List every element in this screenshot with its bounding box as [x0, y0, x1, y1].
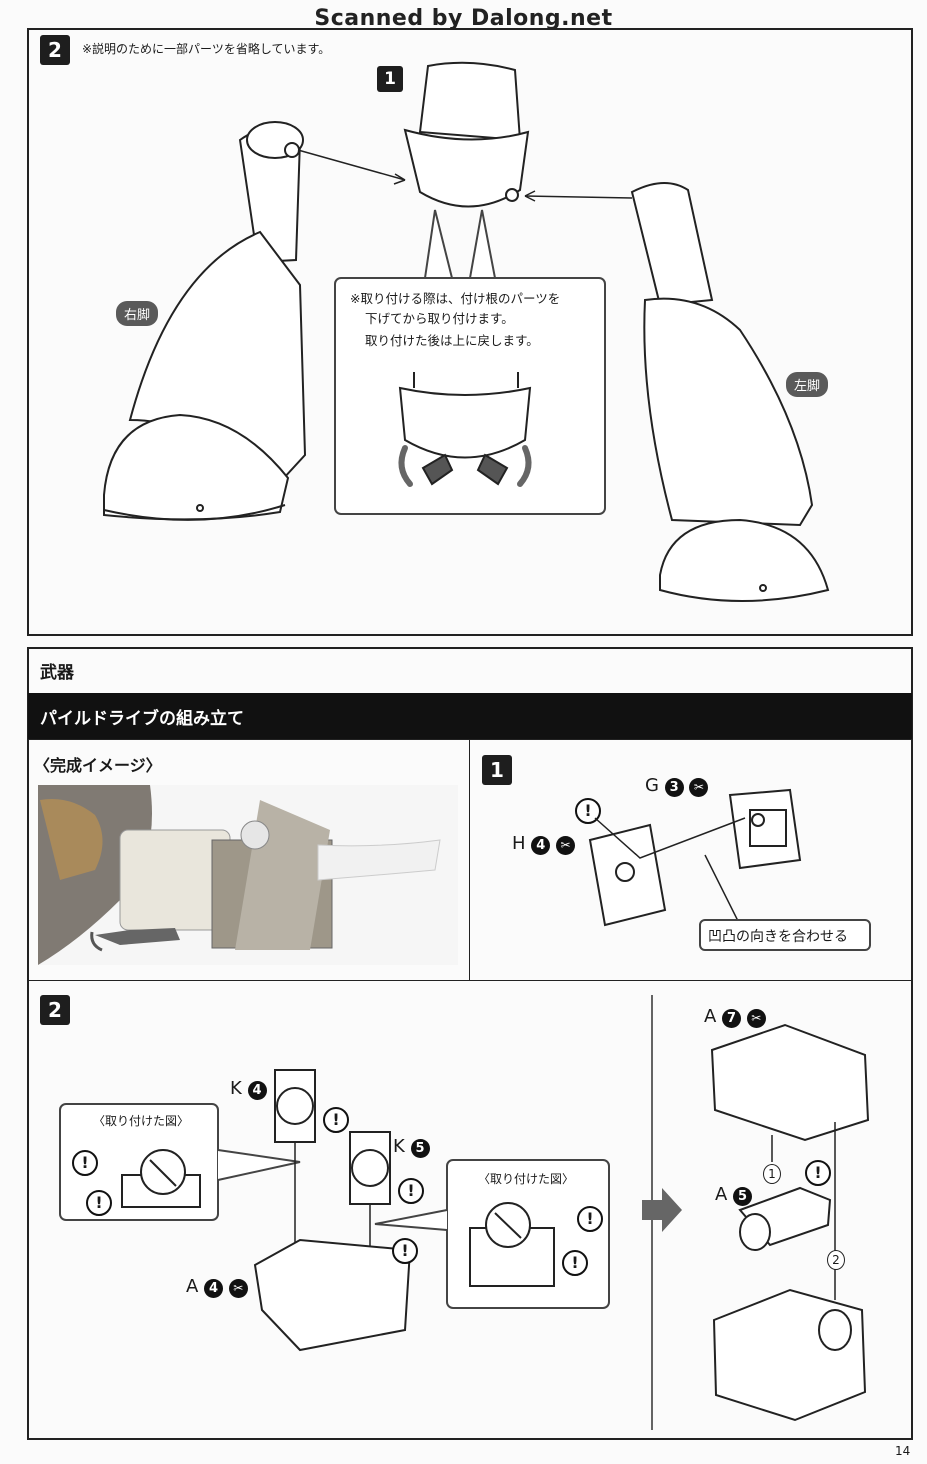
part-k5-label: K 5 — [393, 1136, 430, 1158]
page-number: 14 — [895, 1444, 911, 1458]
weapon-subsection-title: パイルドライブの組み立て — [40, 709, 244, 729]
part-a5-label: A 5 — [715, 1184, 753, 1206]
part-k4-letter: K — [230, 1078, 242, 1099]
body-upper — [418, 61, 522, 142]
weapon-step1-number: 1 — [482, 755, 512, 785]
part-g-letter: G — [645, 775, 659, 796]
right-inset-title: 〈取り付けた図〉 — [478, 1172, 575, 1186]
step1-caption: 凹凸の向きを合わせる — [708, 929, 848, 945]
callout-text-1: ※取り付ける際は、付け根のパーツを — [350, 291, 561, 306]
part-a7-number: 7 — [722, 1009, 742, 1028]
part-k4-label: K 4 — [230, 1078, 267, 1100]
callout-left-joint — [476, 453, 509, 486]
callout-right-joint — [421, 453, 454, 486]
weapon-subsection-bar: パイルドライブの組み立て — [28, 693, 912, 739]
part-a5-number: 5 — [733, 1187, 753, 1206]
runner-icon: ✂ — [689, 778, 709, 797]
part-g-number: 3 — [664, 778, 684, 797]
caution-icon: ! — [562, 1250, 588, 1276]
part-a5-letter: A — [715, 1184, 728, 1205]
caution-icon: ! — [805, 1160, 831, 1186]
order-marker-1: 1 — [763, 1164, 781, 1184]
part-h-number: 4 — [531, 836, 551, 855]
callout-text-3: 取り付けた後は上に戻します。 — [365, 333, 539, 348]
part-h-label: H 4 ✂ — [512, 833, 576, 855]
part-a7-label: A 7 ✂ — [704, 1006, 766, 1028]
weapon-step2-number: 2 — [40, 995, 70, 1025]
part-k5-number: 5 — [410, 1139, 430, 1158]
part-a7-letter: A — [704, 1006, 717, 1027]
part-a4-label: A 4 ✂ — [186, 1276, 248, 1298]
runner-icon: ✂ — [556, 836, 576, 855]
left-inset-title: 〈取り付けた図〉 — [93, 1114, 190, 1128]
part-k5-letter: K — [393, 1136, 405, 1157]
left-leg-shin — [643, 297, 814, 527]
part-k4-number: 4 — [247, 1081, 267, 1100]
left-leg-tag: 左脚 — [786, 372, 829, 397]
part-g-label: G 3 ✂ — [645, 775, 709, 797]
order-marker-2: 2 — [827, 1250, 845, 1270]
step2-top-note: ※説明のために一部パーツを省略しています。 — [82, 42, 331, 56]
caution-icon: ! — [323, 1107, 349, 1133]
runner-icon: ✂ — [228, 1279, 248, 1298]
weapon-step2-panel — [27, 980, 913, 1440]
part-h-letter: H — [512, 833, 526, 854]
caution-icon: ! — [577, 1206, 603, 1232]
left-leg-thigh — [630, 182, 714, 307]
body-hip — [403, 128, 530, 208]
caution-icon: ! — [398, 1178, 424, 1204]
caution-icon: ! — [575, 798, 601, 824]
step2-top-substep: 1 — [377, 66, 403, 92]
preview-title: 〈完成イメージ〉 — [34, 756, 162, 775]
left-leg-foot — [659, 518, 830, 602]
weapon-section-title: 武器 — [40, 663, 74, 683]
caution-icon: ! — [86, 1190, 112, 1216]
part-a4-letter: A — [186, 1276, 199, 1297]
caution-icon: ! — [72, 1150, 98, 1176]
right-leg-tag: 右脚 — [116, 301, 159, 326]
callout-text-2: 下げてから取り付けます。 — [365, 311, 514, 326]
caution-icon: ! — [392, 1238, 418, 1264]
step2-top-number: 2 — [40, 35, 70, 65]
runner-icon: ✂ — [746, 1009, 766, 1028]
step2-top-frame — [27, 28, 913, 636]
part-a4-number: 4 — [204, 1279, 224, 1298]
watermark-text: Scanned by Dalong.net — [314, 6, 613, 31]
leg-assembly-illustration — [103, 61, 830, 602]
